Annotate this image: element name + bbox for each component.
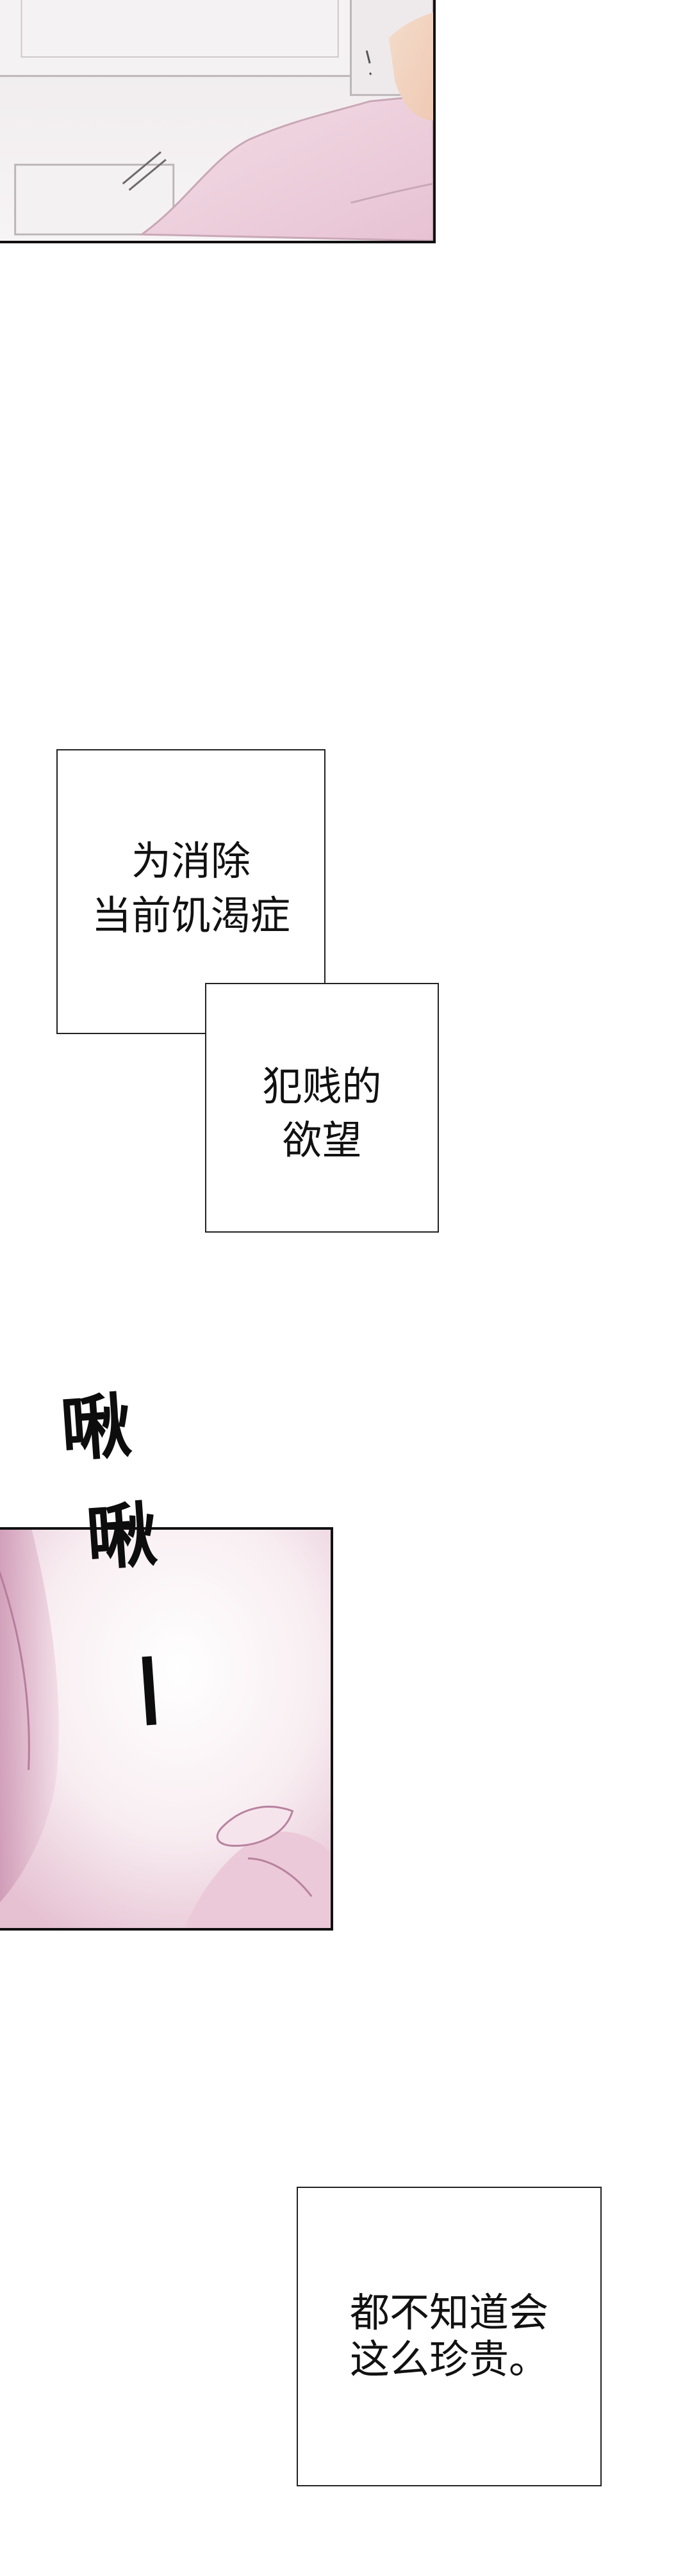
sfx-word-2: 啾	[83, 1493, 160, 1580]
sfx-word-1: 啾	[58, 1384, 135, 1471]
caption-upper-line-1: 为消除	[131, 838, 251, 884]
caption-bottom-line-1: 都不知道会	[349, 2289, 548, 2336]
caption-lower-line-2: 欲望	[282, 1117, 362, 1163]
panel-room-scene	[0, 0, 436, 243]
caption-upper-line-2: 当前饥渴症	[91, 892, 290, 939]
caption-box-overlap	[206, 984, 324, 1033]
sfx-trailing-stroke: —	[106, 1649, 202, 1732]
panel-closeup	[0, 1527, 333, 1931]
caption-lower-line-1: 犯贱的	[262, 1063, 382, 1110]
caption-box-bottom	[297, 2187, 602, 2486]
room-scene-art	[0, 0, 433, 241]
caption-bottom-line-2: 这么珍贵。	[349, 2336, 548, 2383]
closeup-art	[0, 1530, 331, 1928]
